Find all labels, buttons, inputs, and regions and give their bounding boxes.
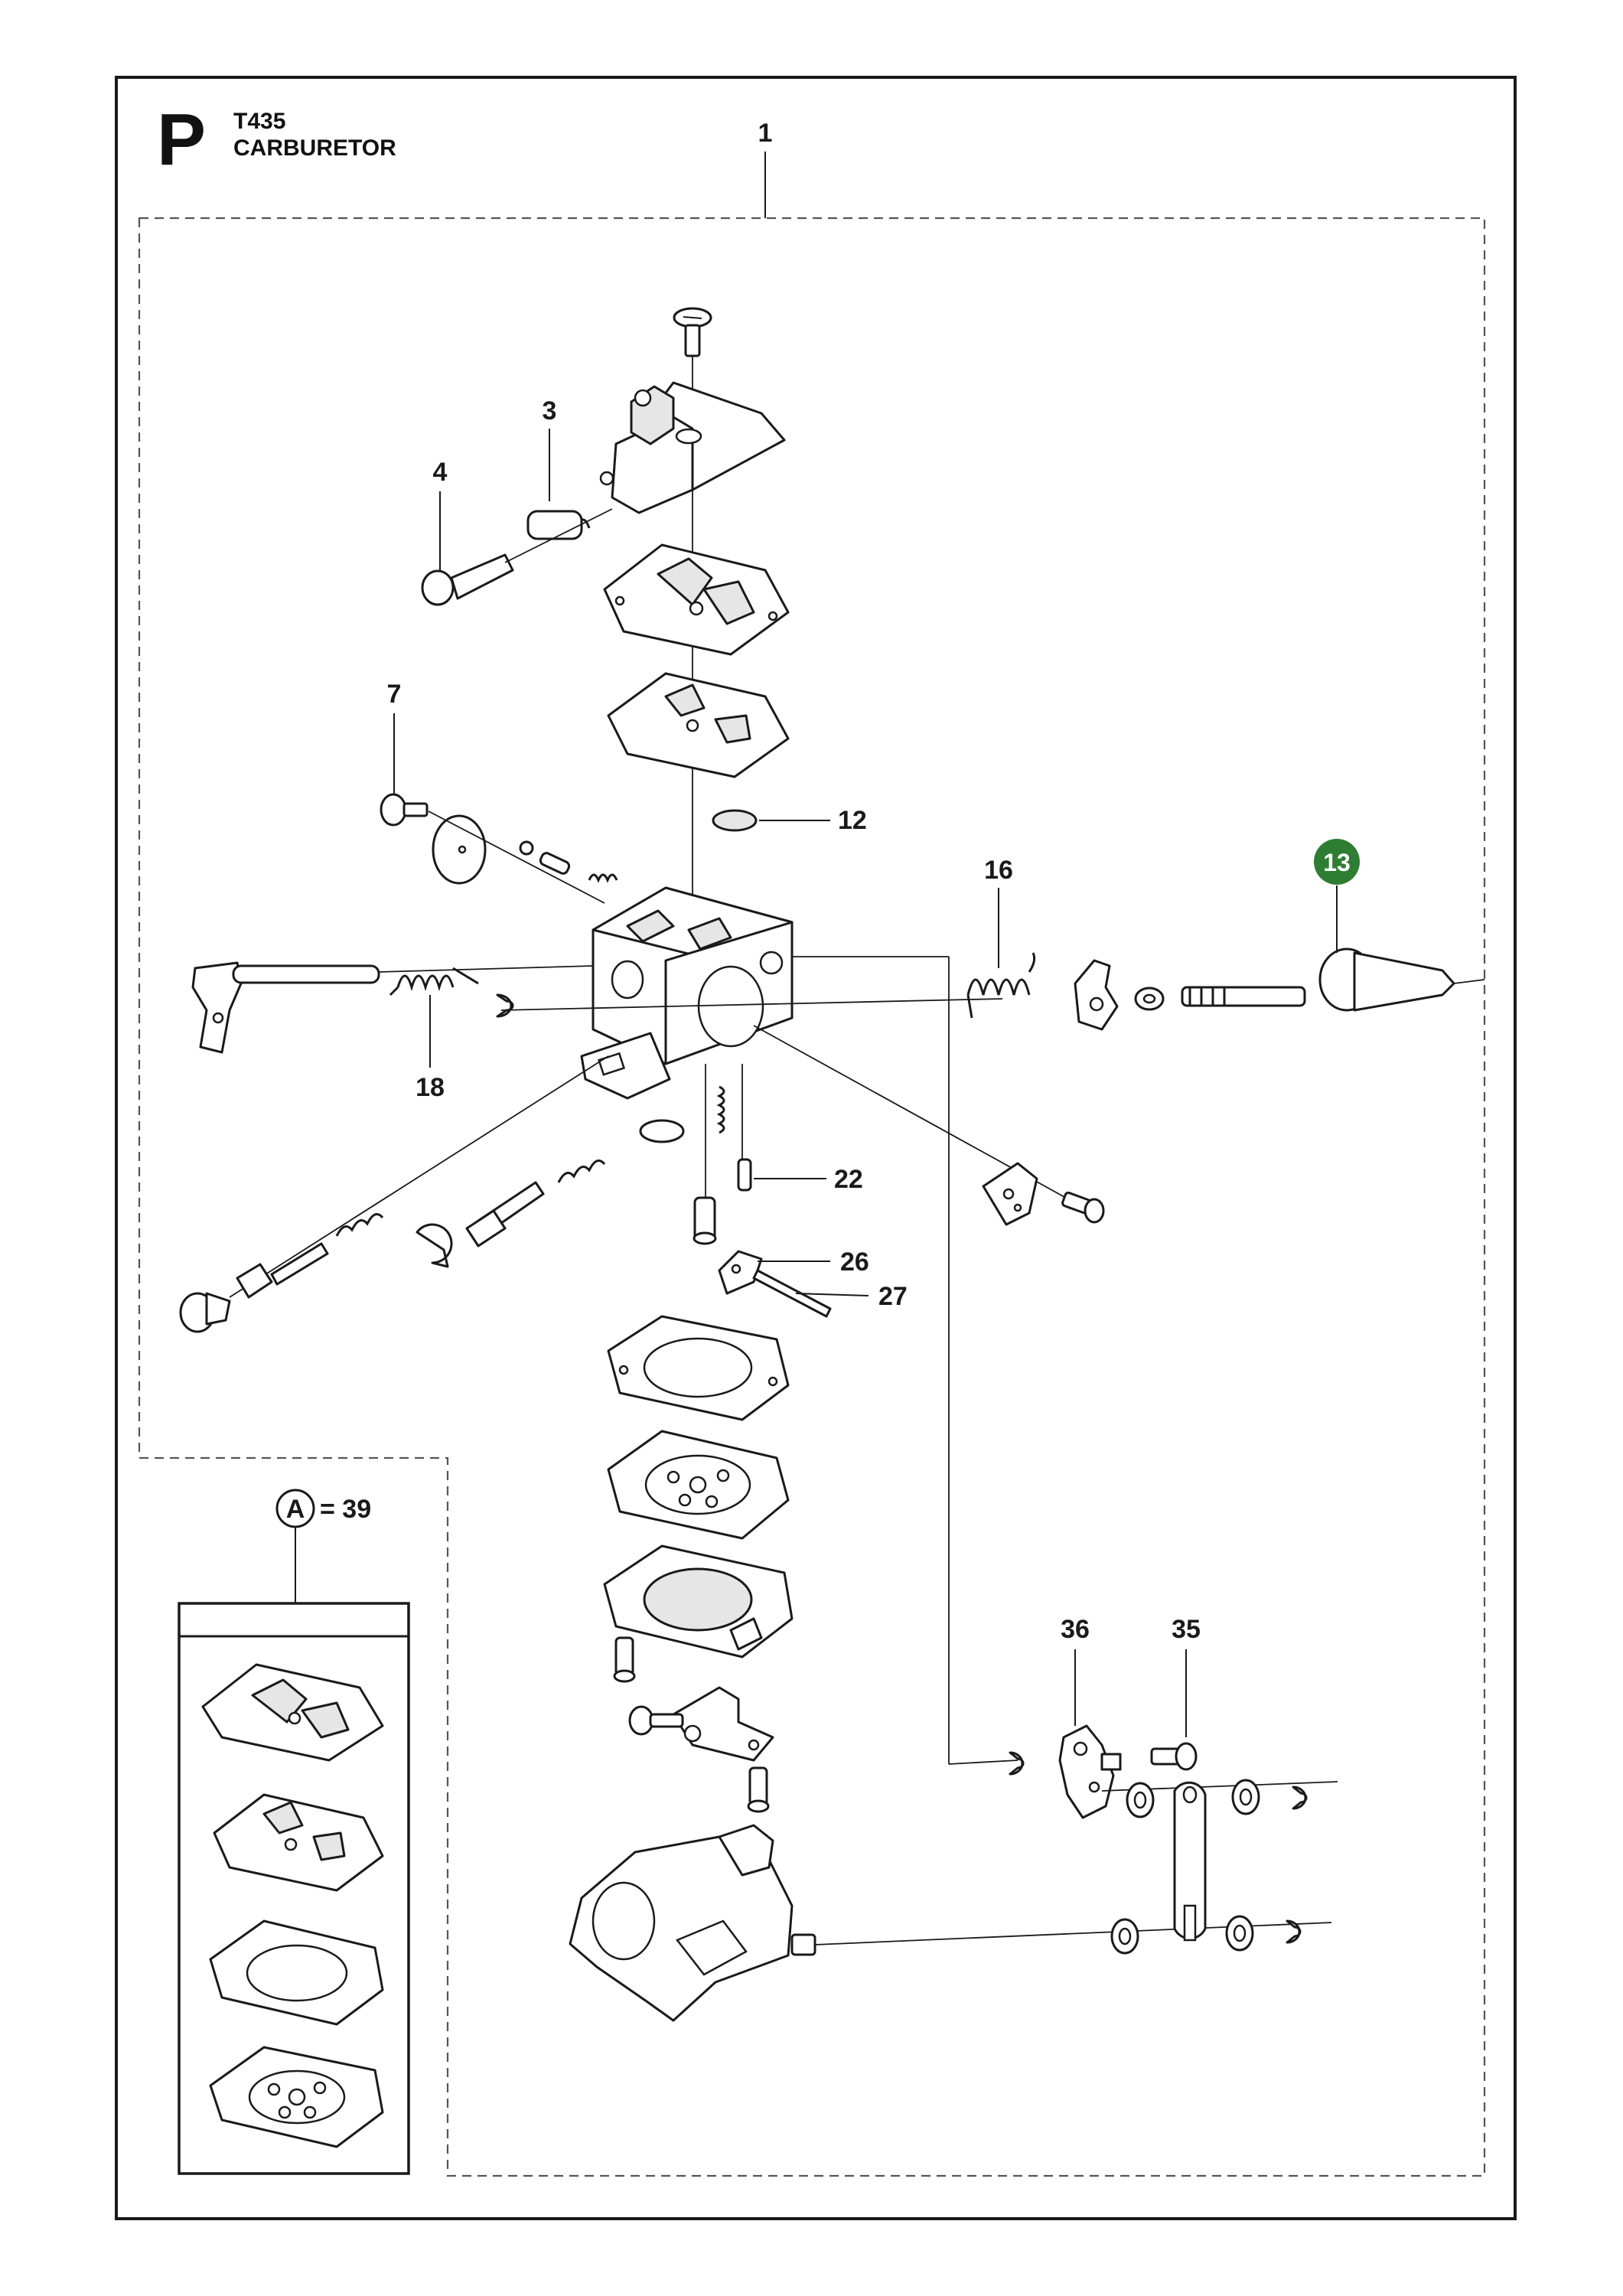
callout-36: 36	[1061, 1615, 1090, 1644]
screw-35	[1150, 1742, 1198, 1771]
diaphragm-metering	[607, 1430, 790, 1540]
section-letter: P	[157, 99, 206, 181]
callout-27: 27	[878, 1282, 908, 1311]
washer-lower-2	[1225, 1915, 1254, 1952]
callout-22: 22	[834, 1165, 863, 1194]
e-clip-upper	[1292, 1786, 1308, 1810]
e-clip-lower	[1286, 1919, 1302, 1944]
throttle-shaft-13	[1181, 947, 1455, 1012]
washer	[1134, 987, 1165, 1011]
inlet-screen	[712, 809, 758, 832]
metering-lever-26	[718, 1250, 763, 1295]
throttle-plate	[982, 1162, 1038, 1226]
idle-pin	[519, 840, 618, 883]
low-needle	[236, 1242, 329, 1299]
kit-letter: A	[286, 1495, 305, 1524]
kit-gasket-1	[201, 1663, 384, 1762]
kit-letter-circle	[275, 1489, 315, 1528]
high-needle	[465, 1159, 606, 1247]
gasket-metering-1	[607, 1315, 790, 1421]
callout-4: 4	[433, 458, 448, 487]
callout-13-badge	[1314, 839, 1360, 885]
kit-equals: = 39	[320, 1495, 371, 1524]
kit-gasket-2	[209, 1919, 384, 2026]
lower-rod-axis	[814, 1922, 1332, 1945]
callout-35: 35	[1172, 1615, 1201, 1644]
choke-axis-left	[378, 965, 594, 973]
throttle-lever	[1074, 959, 1119, 1031]
callout-1: 1	[758, 119, 773, 148]
callout-18: 18	[416, 1073, 445, 1102]
pin-22	[737, 1158, 752, 1192]
pump-cover-bracket	[599, 381, 786, 514]
throttle-plate-screw	[1061, 1191, 1105, 1224]
cover-screw	[613, 1636, 636, 1683]
spring-16	[966, 952, 1036, 1019]
callout-3: 3	[543, 396, 557, 426]
callout-26: 26	[840, 1247, 869, 1277]
callout-13: 13	[1323, 849, 1351, 876]
screw-7	[380, 793, 429, 827]
washer-upper-1	[1126, 1782, 1155, 1818]
pin-27	[752, 1269, 832, 1318]
choke-arm-screw	[628, 1705, 684, 1736]
jet-screw	[693, 1196, 717, 1245]
page-frame	[115, 76, 1517, 2220]
screw-4	[421, 508, 613, 606]
throttle-valve	[432, 814, 487, 885]
callout-16: 16	[984, 856, 1013, 885]
link-rod	[1173, 1781, 1207, 1942]
kit-gasket-3	[209, 2046, 384, 2148]
model-number: T435	[233, 109, 285, 134]
washer-upper-2	[1231, 1779, 1260, 1815]
kit-diaphragm	[213, 1793, 384, 1892]
welch-plug	[639, 1119, 685, 1143]
spring-lower	[335, 1213, 384, 1237]
axis-7	[428, 810, 605, 904]
adapter-housing	[569, 1824, 816, 2022]
choke-lever	[191, 961, 380, 1054]
spring-18	[389, 967, 479, 996]
pump-gasket-upper	[603, 543, 790, 656]
spring-22	[716, 1085, 725, 1134]
e-clip-36	[1009, 1751, 1025, 1776]
top-screw	[673, 307, 712, 357]
lever-36	[1058, 1724, 1122, 1819]
pump-diaphragm	[607, 672, 790, 778]
limiter-cap-2	[179, 1292, 231, 1333]
leader-27	[795, 1293, 869, 1296]
choke-arm	[672, 1686, 774, 1762]
needle-axis	[229, 1055, 609, 1298]
callout-7: 7	[387, 680, 402, 709]
choke-shaft-axis	[500, 998, 1003, 1011]
callout-12: 12	[838, 806, 867, 835]
lower-link-axis	[948, 1760, 1018, 1765]
assembly-boundary	[138, 217, 1486, 2177]
throttle-axis-right	[1453, 979, 1485, 984]
e-clip-left	[496, 993, 514, 1018]
washer-lower-1	[1110, 1918, 1139, 1955]
carburetor-body	[580, 886, 794, 1100]
page-title: CARBURETOR	[233, 135, 396, 161]
metering-cover	[603, 1544, 794, 1658]
choke-arm-screw-2	[747, 1766, 770, 1813]
limiter-cap-1	[416, 1223, 453, 1268]
